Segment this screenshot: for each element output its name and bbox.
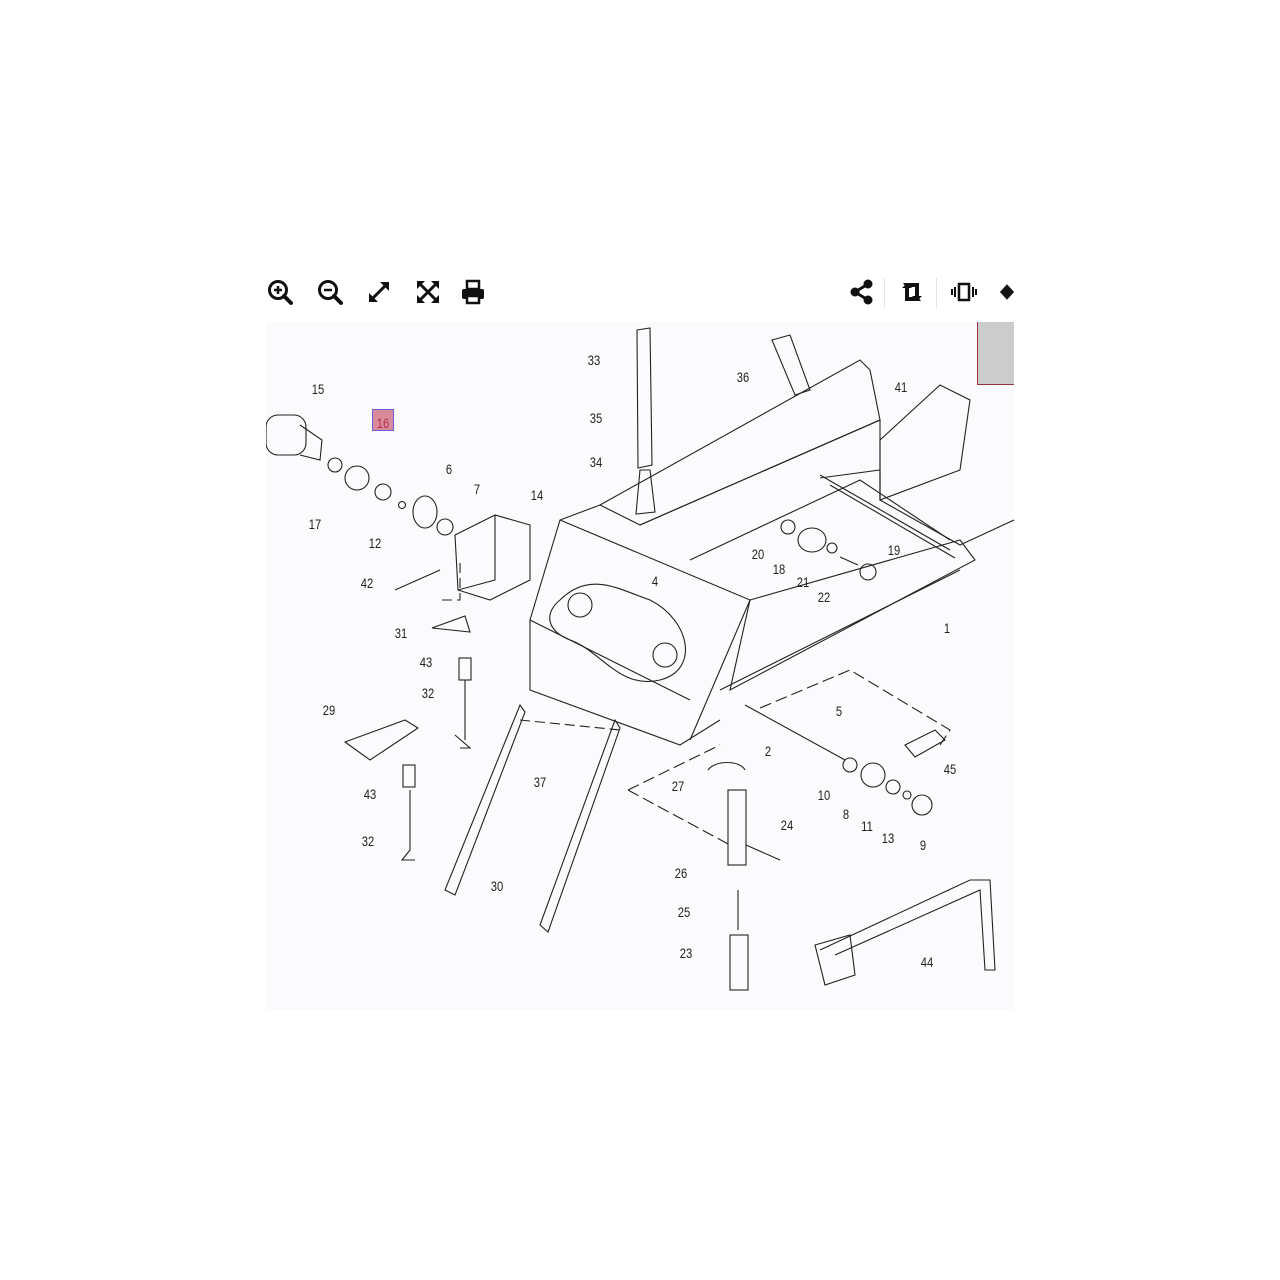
part-label-22[interactable]: 22 [817, 589, 831, 605]
part-label-30[interactable]: 30 [490, 878, 504, 894]
part-label-8[interactable]: 8 [842, 806, 850, 822]
part-label-43[interactable]: 43 [419, 654, 433, 670]
part-label-14[interactable]: 14 [530, 487, 544, 503]
part-label-37[interactable]: 37 [533, 774, 547, 790]
part-label-34[interactable]: 34 [589, 454, 603, 470]
part-label-43[interactable]: 43 [363, 786, 377, 802]
zoom-out-icon [318, 280, 343, 305]
zoom-in-icon [268, 280, 293, 305]
zoom-out-button[interactable] [314, 276, 346, 308]
part-label-9[interactable]: 9 [919, 837, 927, 853]
chevron-left-icon [999, 284, 1015, 300]
part-label-36[interactable]: 36 [736, 369, 750, 385]
part-label-24[interactable]: 24 [780, 817, 794, 833]
part-label-32[interactable]: 32 [361, 833, 375, 849]
share-icon [850, 279, 873, 305]
part-label-21[interactable]: 21 [796, 574, 810, 590]
toolbar-divider [884, 278, 885, 308]
part-label-16[interactable]: 16 [376, 415, 390, 431]
part-label-6[interactable]: 6 [445, 461, 453, 477]
part-label-25[interactable]: 25 [677, 904, 691, 920]
part-label-33[interactable]: 33 [587, 352, 601, 368]
part-label-17[interactable]: 17 [308, 516, 322, 532]
previous-button[interactable] [998, 276, 1016, 308]
part-label-18[interactable]: 18 [772, 561, 786, 577]
part-label-45[interactable]: 45 [943, 761, 957, 777]
part-label-32[interactable]: 32 [421, 685, 435, 701]
part-label-13[interactable]: 13 [881, 830, 895, 846]
part-label-11[interactable]: 11 [861, 818, 873, 834]
part-label-27[interactable]: 27 [671, 778, 685, 794]
retweet-icon [902, 283, 922, 301]
part-label-12[interactable]: 12 [368, 535, 382, 551]
exploded-parts-diagram [266, 327, 1014, 991]
print-icon [462, 279, 484, 305]
part-label-10[interactable]: 10 [817, 787, 831, 803]
part-hotspot-16[interactable] [372, 409, 394, 431]
gallery-button[interactable] [948, 276, 980, 308]
part-label-2[interactable]: 2 [764, 743, 772, 759]
share-button[interactable] [846, 276, 878, 308]
expand-icon [368, 281, 390, 303]
part-label-44[interactable]: 44 [920, 954, 934, 970]
rotate-button[interactable] [896, 276, 928, 308]
part-label-20[interactable]: 20 [751, 546, 765, 562]
part-label-4[interactable]: 4 [651, 573, 659, 589]
part-label-31[interactable]: 31 [394, 625, 408, 641]
print-button[interactable] [457, 276, 489, 308]
part-label-7[interactable]: 7 [473, 481, 481, 497]
fullscreen-icon [417, 281, 439, 303]
part-label-35[interactable]: 35 [589, 410, 603, 426]
toolbar-divider [936, 278, 937, 308]
part-label-1[interactable]: 1 [943, 620, 951, 636]
carousel-icon [951, 282, 977, 302]
part-label-23[interactable]: 23 [679, 945, 693, 961]
zoom-in-button[interactable] [264, 276, 296, 308]
fit-button[interactable] [363, 276, 395, 308]
part-label-42[interactable]: 42 [360, 575, 374, 591]
diagram-thumbnail[interactable] [977, 322, 1014, 385]
part-label-29[interactable]: 29 [322, 702, 336, 718]
part-label-15[interactable]: 15 [311, 381, 325, 397]
part-label-41[interactable]: 41 [894, 379, 908, 395]
part-label-19[interactable]: 19 [887, 542, 901, 558]
fullscreen-button[interactable] [412, 276, 444, 308]
part-label-26[interactable]: 26 [674, 865, 688, 881]
part-label-5[interactable]: 5 [835, 703, 843, 719]
